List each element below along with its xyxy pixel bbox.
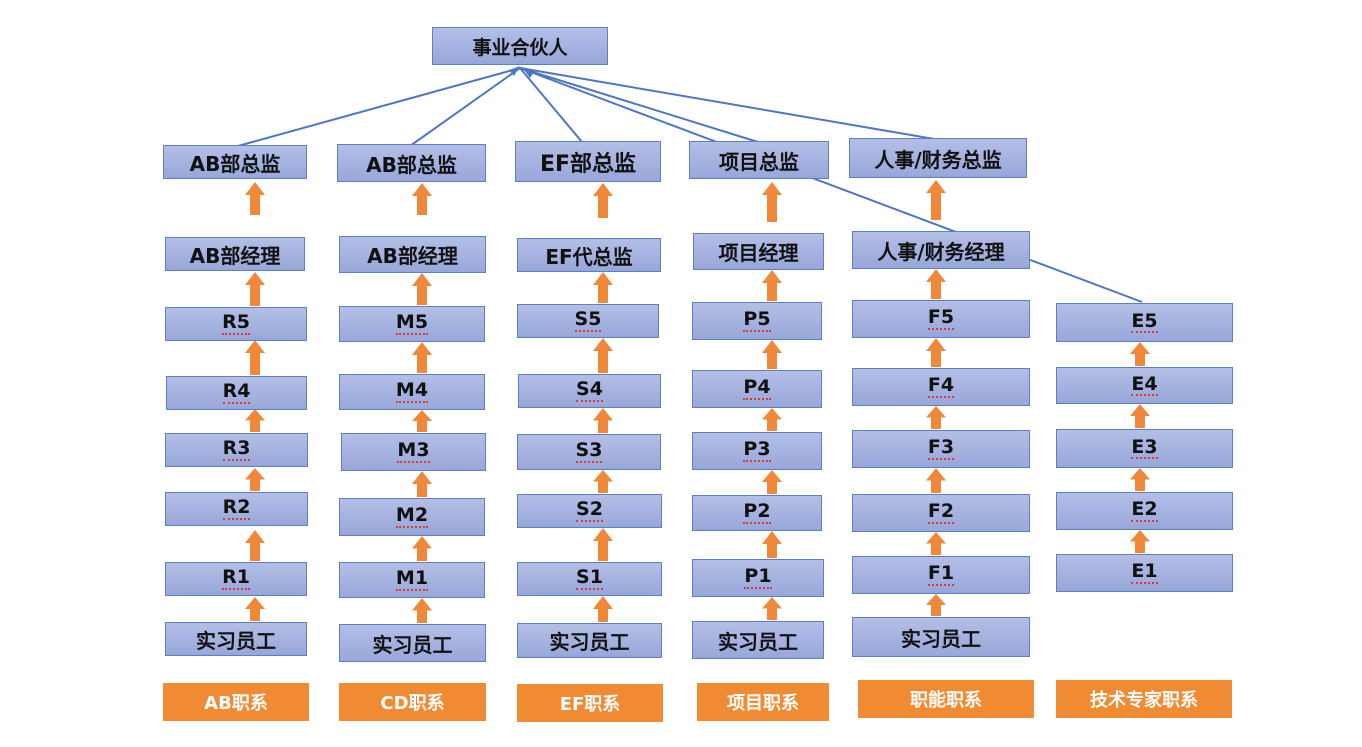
promotion-arrow	[412, 598, 432, 623]
promotion-arrow	[1130, 404, 1150, 428]
promotion-arrow	[762, 340, 782, 369]
level-box: F5	[852, 300, 1030, 338]
director-box: AB部总监	[163, 145, 307, 179]
level-box: E4	[1056, 367, 1233, 404]
promotion-arrow	[245, 530, 265, 561]
level-box: E5	[1056, 303, 1233, 342]
intern-box: 实习员工	[165, 622, 307, 656]
track-label: 项目职系	[697, 683, 829, 721]
level-box: S5	[517, 304, 659, 338]
level-box: M2	[339, 498, 485, 536]
promotion-arrow	[762, 182, 782, 222]
level-box: M5	[339, 306, 485, 342]
level-box: S2	[517, 494, 662, 528]
promotion-arrow	[412, 536, 432, 561]
promotion-arrow	[926, 269, 946, 299]
promotion-arrow	[245, 182, 265, 215]
level-box: E3	[1056, 429, 1233, 468]
promotion-arrow	[412, 471, 432, 497]
track-label: 职能职系	[858, 680, 1034, 718]
promotion-arrow	[593, 470, 613, 493]
intern-box: 实习员工	[339, 624, 486, 662]
level-box: M3	[341, 433, 486, 471]
promotion-arrow	[926, 468, 946, 493]
promotion-arrow	[593, 596, 613, 622]
level-box: M4	[339, 374, 485, 410]
director-box: AB部总监	[337, 144, 486, 182]
level-box: S4	[518, 374, 661, 408]
promotion-arrow	[762, 270, 782, 301]
promotion-arrow	[762, 408, 782, 431]
promotion-arrow	[926, 338, 946, 367]
level-box: E2	[1056, 492, 1233, 530]
business-partner-box: 事业合伙人	[432, 27, 608, 65]
level-box: P1	[692, 559, 824, 597]
promotion-arrow	[245, 272, 265, 306]
level-box: R5	[165, 307, 307, 341]
level-box: P3	[692, 432, 822, 470]
director-box: 项目总监	[689, 141, 829, 179]
level-box: R2	[165, 492, 308, 526]
track-label: EF职系	[517, 684, 663, 722]
manager-box: AB部经理	[165, 237, 305, 271]
promotion-arrow	[593, 338, 613, 373]
level-box: F4	[852, 368, 1030, 406]
promotion-arrow	[412, 410, 432, 432]
track-label: AB职系	[163, 683, 309, 721]
promotion-arrow	[245, 340, 265, 375]
promotion-arrow	[593, 528, 613, 561]
promotion-arrow	[593, 408, 613, 433]
promotion-arrow	[412, 183, 432, 215]
intern-box: 实习员工	[517, 623, 662, 658]
manager-box: EF代总监	[517, 238, 661, 272]
business-partner-label: 事业合伙人	[472, 36, 568, 59]
intern-box: 实习员工	[852, 617, 1030, 657]
promotion-arrow	[245, 409, 265, 432]
director-box: 人事/财务总监	[849, 138, 1027, 178]
level-box: S1	[517, 562, 662, 596]
promotion-arrow	[762, 597, 782, 620]
promotion-arrow	[1130, 530, 1150, 553]
promotion-arrow	[412, 273, 432, 305]
promotion-arrow	[762, 470, 782, 494]
level-box: R3	[165, 433, 308, 467]
promotion-arrow	[1130, 468, 1150, 491]
promotion-arrow	[245, 597, 265, 621]
level-box: F3	[852, 430, 1030, 468]
level-box: R1	[165, 562, 307, 596]
level-box: S3	[517, 434, 661, 470]
promotion-arrow	[1130, 342, 1150, 366]
promotion-arrow	[762, 531, 782, 558]
level-box: F1	[852, 556, 1030, 594]
track-label: CD职系	[339, 683, 486, 721]
promotion-arrow	[593, 272, 613, 303]
manager-box: AB部经理	[339, 236, 486, 273]
promotion-arrow	[926, 406, 946, 429]
promotion-arrow	[926, 532, 946, 555]
promotion-arrow	[926, 180, 946, 220]
promotion-arrow	[412, 342, 432, 373]
promotion-arrow	[245, 468, 265, 491]
track-label: 技术专家职系	[1056, 680, 1232, 718]
director-box: EF部总监	[515, 141, 661, 182]
promotion-arrow	[926, 594, 946, 616]
level-box: M1	[339, 562, 485, 598]
level-box: F2	[852, 494, 1030, 532]
manager-box: 项目经理	[693, 233, 824, 270]
level-box: E1	[1056, 554, 1233, 592]
level-box: P2	[692, 495, 822, 531]
manager-box: 人事/财务经理	[852, 231, 1030, 269]
level-box: P4	[692, 370, 822, 408]
level-box: R4	[166, 376, 307, 410]
promotion-arrow	[593, 183, 613, 218]
level-box: P5	[692, 302, 822, 340]
intern-box: 实习员工	[692, 621, 824, 659]
